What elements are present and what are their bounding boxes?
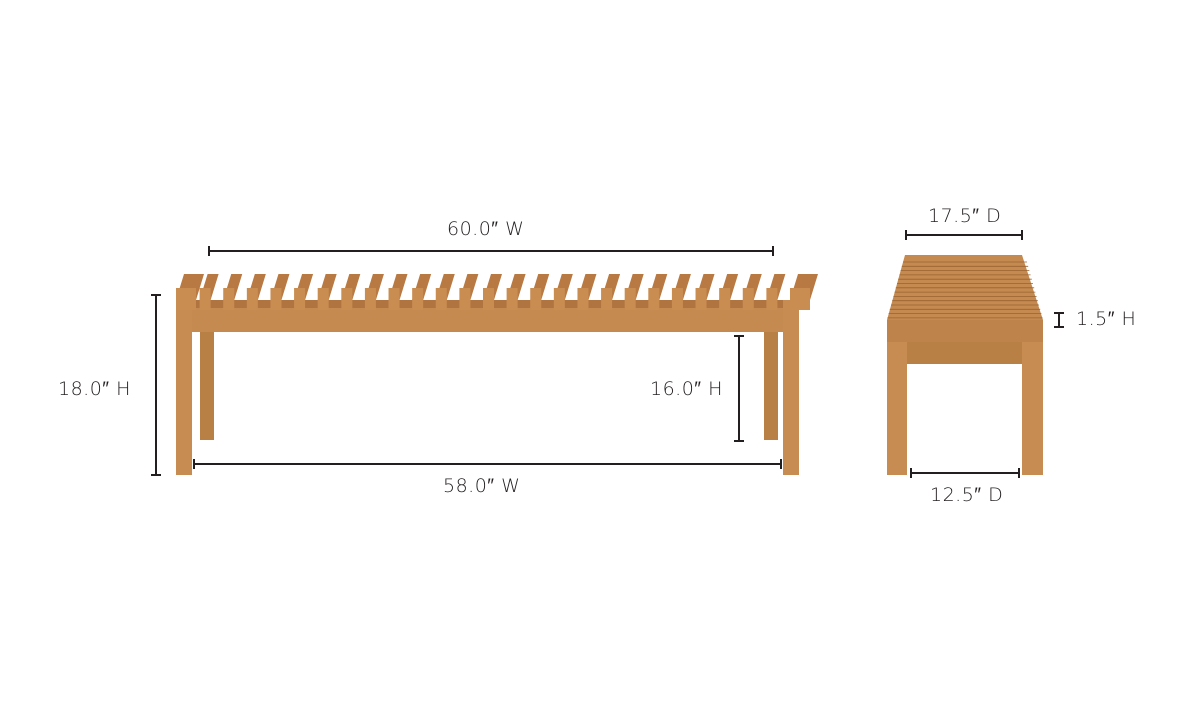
overall-width-line [208, 246, 774, 256]
inner-depth-line [910, 468, 1020, 478]
clearance-height-line [734, 335, 744, 442]
overall-width-label: 60.0″ W [447, 218, 525, 240]
top-depth-label: 17.5″ D [928, 205, 1002, 227]
inner-width-label: 58.0″ W [443, 475, 521, 497]
overall-height-label: 18.0″ H [58, 378, 131, 400]
seat-thickness-line [1054, 312, 1064, 328]
overall-height-line [151, 294, 161, 476]
top-depth-line [905, 230, 1023, 240]
bench-side-view [887, 255, 1043, 475]
inner-depth-label: 12.5″ D [930, 484, 1004, 506]
clearance-height-label: 16.0″ H [650, 378, 723, 400]
bench-front-view [176, 274, 818, 475]
seat-thickness-label: 1.5″ H [1076, 308, 1137, 330]
inner-width-line [193, 459, 782, 469]
